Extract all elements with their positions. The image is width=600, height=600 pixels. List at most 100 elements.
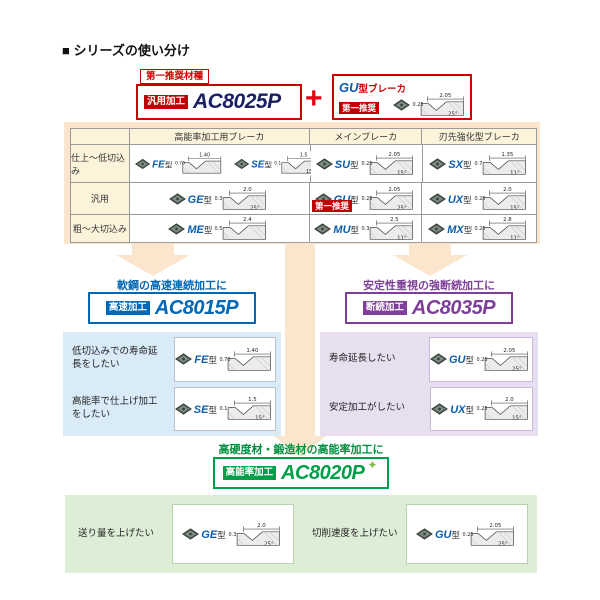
svg-text:15°: 15° (510, 205, 520, 211)
insert-icon (430, 353, 447, 365)
breaker-profile-drawing: 2.0 0.3 25° (227, 520, 284, 548)
need-text: 低切込みでの寿命延長をしたい (72, 346, 158, 371)
grade-name: AC8035P (411, 296, 496, 319)
svg-text:0.3: 0.3 (362, 226, 370, 232)
breaker-profile-drawing: 2.8 0.25 11° (474, 215, 531, 242)
need-text: 高能率で仕上げ加工をしたい (72, 395, 158, 420)
insert-icon (175, 353, 193, 365)
cell-gu: 第一推奨 GU型 2.05 0.25 25° (309, 183, 422, 214)
plus-sign: + (305, 82, 323, 115)
svg-text:2.05: 2.05 (388, 152, 400, 158)
breaker-insert: SX型 1.35 0.7 11° (429, 150, 530, 177)
breaker-type-label: GE型 (187, 193, 213, 206)
svg-text:25°: 25° (448, 111, 458, 117)
usage-badge: 断続加工 (362, 300, 407, 316)
svg-text:15°: 15° (397, 170, 407, 176)
gu-suffix: 型ブレーカ (358, 84, 407, 95)
breaker-profile-drawing: 2.0 0.25 15° (476, 395, 532, 423)
row-header: 汎用 (71, 183, 129, 214)
usage-badge: 汎用加工 (144, 94, 189, 110)
col-header-main: メインブレーカ (309, 129, 422, 144)
svg-text:11°: 11° (510, 235, 520, 241)
breaker-insert: GE型 2.0 0.3 25° (168, 185, 271, 212)
svg-text:2.0: 2.0 (505, 397, 514, 403)
svg-text:25°: 25° (250, 205, 260, 211)
gu-code: GU (339, 80, 359, 95)
hard-material-panel: 送り量を上げたい GE型 2.0 0.3 25° (65, 495, 537, 573)
svg-text:2.05: 2.05 (503, 348, 515, 354)
svg-text:2.05: 2.05 (489, 522, 501, 528)
breaker-profile-drawing: 2.4 0.5 (214, 215, 271, 242)
svg-text:0.25: 0.25 (361, 196, 372, 202)
row-header: 粗〜大切込み (71, 215, 129, 242)
interrupted-section-header: 安定性重視の強断続加工に (363, 280, 495, 292)
breaker-insert: MX型 2.8 0.25 11° (428, 215, 531, 242)
breaker-profile-drawing: 2.0 0.25 15° (473, 185, 530, 212)
gu-breaker-title: GU型ブレーカ (339, 79, 406, 97)
svg-text:0.25: 0.25 (477, 406, 488, 412)
breaker-type-label: MX型 (447, 223, 473, 236)
svg-text:0.25: 0.25 (463, 531, 474, 537)
svg-text:15°: 15° (255, 416, 265, 422)
svg-text:0.70: 0.70 (220, 357, 231, 363)
ac8020p-grade-box: 高能率加工 AC8020P ✦ (213, 457, 389, 489)
breaker-profile-drawing: 2.05 0.25 25° (412, 91, 468, 118)
svg-text:2.0: 2.0 (257, 522, 266, 528)
breaker-type-label: MU型 (333, 223, 360, 236)
insert-icon (234, 158, 250, 169)
breaker-type-label: SX型 (448, 158, 472, 171)
svg-text:1.40: 1.40 (198, 153, 209, 159)
table-header-row: 高能率加工用ブレーカ メインブレーカ 刃先強化型ブレーカ (71, 129, 536, 144)
grade-name: AC8015P (154, 296, 239, 319)
arrow-down-right (393, 244, 467, 276)
breaker-type-label: UX型 (450, 403, 474, 416)
mild-steel-panel: 低切込みでの寿命延長をしたい FE型 1.40 0.70 (63, 332, 281, 436)
gu-breaker-box: GU型ブレーカ 第一推奨 GU型 2.05 0.25 (332, 74, 472, 120)
breaker-type-label: UX型 (447, 193, 472, 206)
ac8035p-grade-box: 断続加工 AC8035P (345, 292, 513, 324)
arrow-down-center (274, 436, 326, 457)
breaker-type-label: GU型 (448, 354, 474, 367)
breaker-type-label: ME型 (187, 223, 213, 236)
insert-icon (393, 98, 410, 111)
first-recommend-badge: 第一推奨 (311, 199, 352, 212)
cell-fe-se: FE型 1.40 0.70 SE型 1. (129, 145, 325, 182)
cell-sx: SX型 1.35 0.7 11° (422, 145, 537, 182)
breaker-cell: GU型 2.05 0.25 25° (428, 337, 533, 382)
breaker-profile-drawing: 1.40 0.70 (219, 345, 275, 373)
svg-text:0.25: 0.25 (477, 357, 488, 363)
insert-icon (416, 528, 433, 540)
need-text: 送り量を上げたい (78, 527, 155, 539)
breaker-table: 高能率加工用ブレーカ メインブレーカ 刃先強化型ブレーカ 仕上〜低切込み FE型… (70, 128, 537, 243)
table-row-roughing: 粗〜大切込み ME型 2.4 0.5 (71, 215, 536, 242)
row-header: 仕上〜低切込み (71, 145, 129, 182)
need-text: 安定加工がしたい (329, 402, 406, 414)
svg-text:2.05: 2.05 (388, 187, 400, 193)
panel-row: 送り量を上げたい GE型 2.0 0.3 25° (74, 504, 294, 564)
panel-row: 高能率で仕上げ加工をしたい SE型 1.5 0.1 15° (68, 386, 276, 431)
insert-icon (428, 222, 446, 235)
panel-row: 低切込みでの寿命延長をしたい FE型 1.40 0.70 (68, 337, 276, 382)
corner-cell (71, 129, 129, 144)
insert-icon (134, 158, 150, 169)
breaker-type-label: FE型 (194, 354, 217, 367)
svg-text:25°: 25° (512, 366, 522, 372)
insert-icon (431, 403, 449, 415)
cell-ux: UX型 2.0 0.25 15° (422, 183, 536, 214)
cell-ge: GE型 2.0 0.3 25° (129, 183, 309, 214)
svg-text:2.0: 2.0 (243, 187, 252, 193)
breaker-insert: SU型 2.05 0.25 15° (315, 150, 417, 177)
svg-text:0.25: 0.25 (413, 102, 424, 108)
svg-text:0.5: 0.5 (215, 226, 223, 232)
breaker-insert: MU型 2.5 0.3 11° (314, 215, 418, 242)
svg-text:0.3: 0.3 (228, 531, 236, 537)
panel-row: 安定加工がしたい UX型 2.0 0.25 15° (325, 386, 533, 431)
breaker-profile-drawing: 2.05 0.25 25° (360, 185, 417, 212)
page-title: ■ シリーズの使い分け (62, 43, 190, 58)
svg-text:11°: 11° (510, 170, 520, 176)
breaker-profile-drawing: 2.05 0.25 15° (360, 150, 417, 177)
main-grade-box: 汎用加工 AC8025P (136, 84, 302, 120)
insert-icon (182, 528, 200, 540)
breaker-type-label: FE型 (151, 159, 172, 170)
insert-icon (314, 222, 332, 235)
